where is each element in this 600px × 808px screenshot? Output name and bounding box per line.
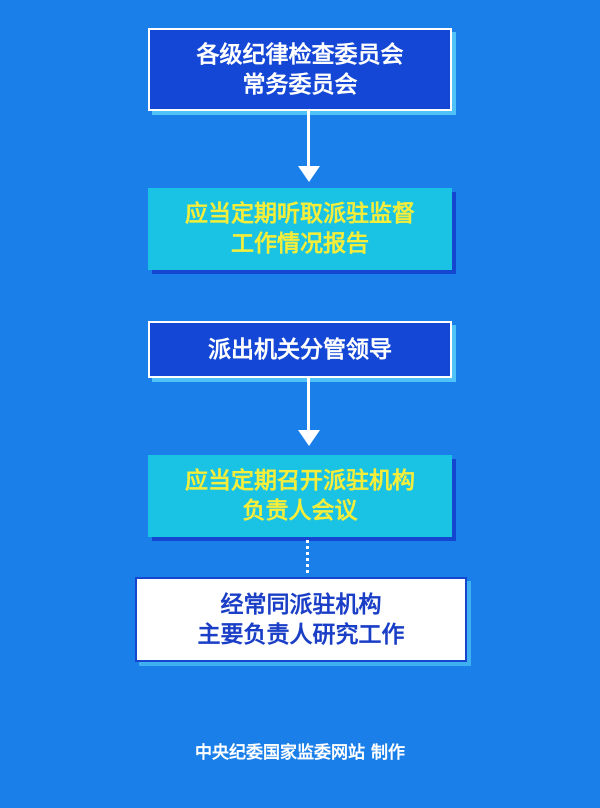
node-text: 各级纪律检查委员会 bbox=[196, 41, 404, 68]
node-text: 负责人会议 bbox=[242, 498, 358, 524]
node-text: 应当定期听取派驻监督 bbox=[185, 201, 415, 227]
node-leader: 派出机关分管领导 bbox=[148, 321, 452, 378]
arrow-down-icon bbox=[298, 430, 320, 446]
node-meeting: 应当定期召开派驻机构 负责人会议 bbox=[148, 455, 452, 537]
node-text: 经常同派驻机构 bbox=[220, 591, 382, 618]
arrow-line bbox=[307, 378, 310, 433]
arrow-line bbox=[307, 111, 310, 169]
node-text: 派出机关分管领导 bbox=[208, 336, 392, 363]
node-committee: 各级纪律检查委员会 常务委员会 bbox=[148, 28, 452, 111]
dotted-connector bbox=[306, 540, 309, 573]
node-hear-report: 应当定期听取派驻监督 工作情况报告 bbox=[148, 188, 452, 270]
arrow-down-icon bbox=[298, 166, 320, 182]
node-text: 工作情况报告 bbox=[231, 231, 369, 257]
footer-credit: 中央纪委国家监委网站 制作 bbox=[195, 743, 405, 763]
node-study-work: 经常同派驻机构 主要负责人研究工作 bbox=[135, 577, 467, 662]
node-text: 应当定期召开派驻机构 bbox=[185, 468, 415, 494]
node-text: 常务委员会 bbox=[242, 71, 358, 98]
node-text: 主要负责人研究工作 bbox=[197, 621, 405, 648]
